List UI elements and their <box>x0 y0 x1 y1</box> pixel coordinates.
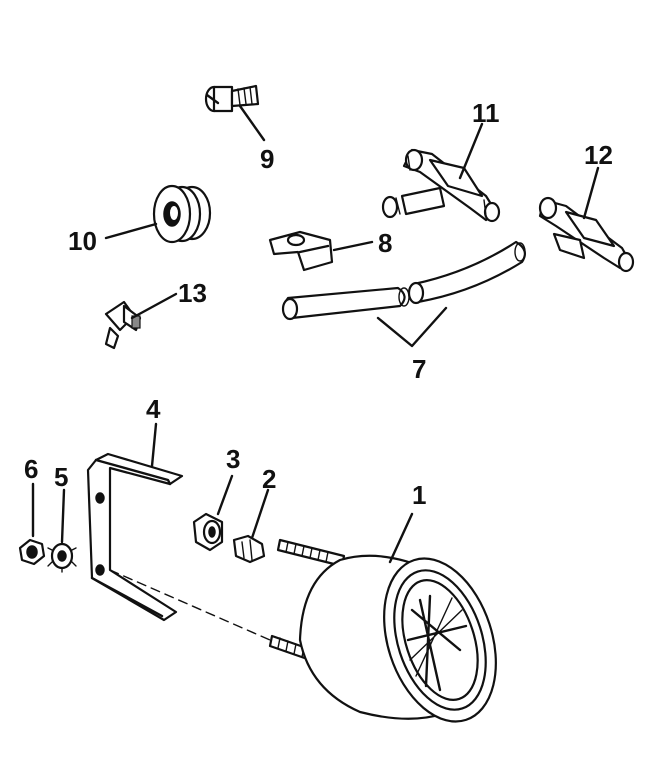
callout-5: 5 <box>54 462 68 492</box>
leader-11 <box>458 122 484 180</box>
callout-1: 1 <box>412 480 426 510</box>
callout-12: 12 <box>584 140 613 170</box>
callout-6: 6 <box>24 454 38 484</box>
leader-9 <box>238 104 266 142</box>
part-12-fitting <box>538 196 635 273</box>
callout-10: 10 <box>68 226 97 256</box>
callout-7: 7 <box>412 354 426 384</box>
callout-4: 4 <box>146 394 161 424</box>
part-3-socket <box>192 512 224 552</box>
callout-11: 11 <box>472 98 500 128</box>
part-6-nut <box>18 538 46 566</box>
leader-4 <box>150 422 158 468</box>
alignment-dashed-line <box>109 569 271 641</box>
part-2-bulb <box>232 534 266 564</box>
leader-1 <box>388 512 414 564</box>
leader-10 <box>104 222 158 240</box>
part-13-elbow-fitting <box>104 300 142 350</box>
leader-5 <box>60 488 66 544</box>
leader-13 <box>130 292 178 320</box>
part-1-gauge <box>268 538 497 723</box>
callout-13: 13 <box>178 278 207 308</box>
part-5-washer <box>47 539 77 573</box>
part-9-screw <box>204 84 260 113</box>
part-8-clip <box>268 230 334 272</box>
part-7-hoses <box>281 240 527 321</box>
part-11-tee-fitting <box>381 148 501 223</box>
callout-2: 2 <box>262 464 276 494</box>
leader-12 <box>582 166 600 220</box>
leader-7 <box>376 306 448 348</box>
callout-9: 9 <box>260 144 274 174</box>
callout-3: 3 <box>226 444 240 474</box>
leader-8 <box>332 240 374 252</box>
callout-8: 8 <box>378 228 392 258</box>
leader-3 <box>216 474 234 516</box>
leader-2 <box>250 488 270 540</box>
part-10-grommet <box>152 184 212 244</box>
